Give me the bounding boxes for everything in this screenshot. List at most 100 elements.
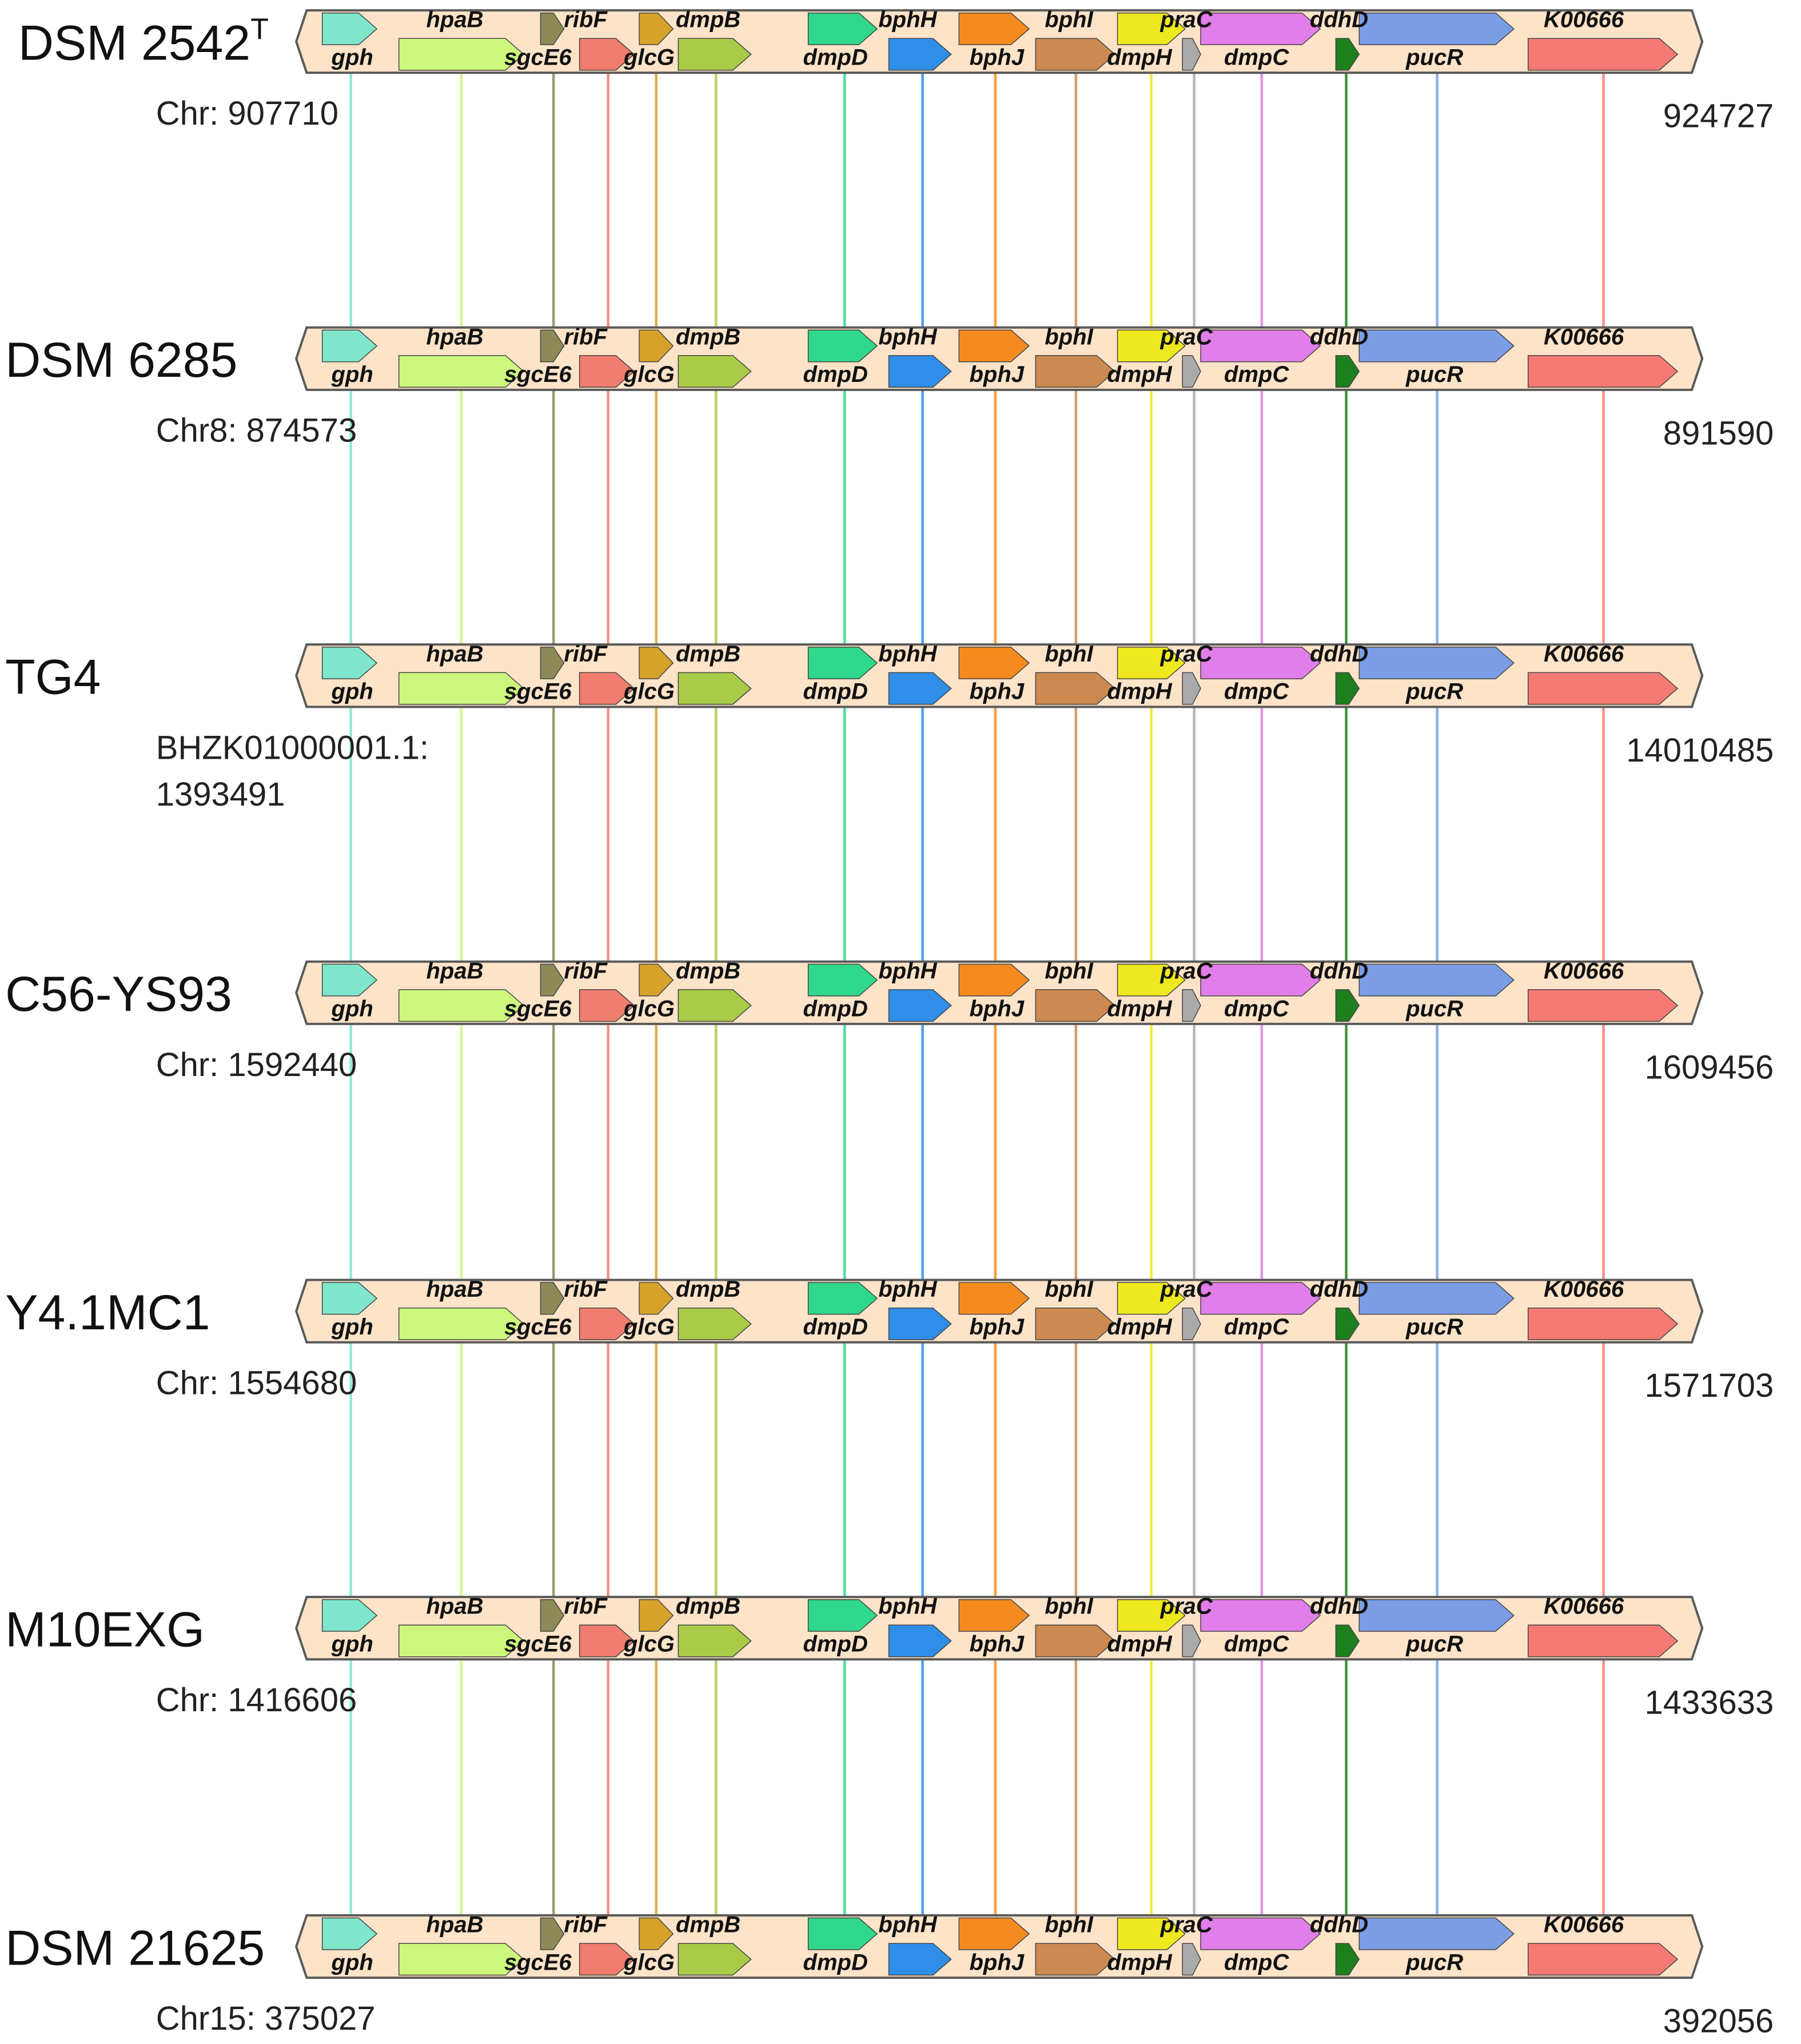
start-coordinate: Chr: 907710: [156, 95, 338, 132]
end-coordinate: 1571703: [1644, 1367, 1774, 1404]
gene-arrow-bphh: [888, 1943, 952, 1976]
gene-arrow-prac: [1117, 12, 1186, 45]
gene-label-dmpc: dmpC: [1224, 1950, 1289, 1975]
gene-label-sgce6: sgcE6: [504, 1950, 572, 1975]
gene-arrow-gph: [321, 963, 378, 997]
gene-label-dmph: dmpH: [1107, 679, 1172, 704]
gene-label-prac: praC: [1160, 1594, 1213, 1619]
gene-label-hpab: hpaB: [426, 642, 483, 667]
gene-arrow-pucr: [1358, 1917, 1515, 1950]
gene-arrow-sgce6: [540, 963, 565, 997]
gene-label-dmpd: dmpD: [803, 1314, 868, 1340]
gene-label-pucr: pucR: [1405, 1950, 1463, 1975]
start-coordinate: Chr15: 375027: [156, 2000, 376, 2037]
gene-label-glcg: glcG: [623, 1314, 675, 1340]
gene-label-hpab: hpaB: [426, 958, 483, 983]
gene-label-dmpd: dmpD: [803, 362, 868, 387]
gene-arrow-dmpb: [678, 1943, 752, 1976]
gene-label-bphi: bphI: [1045, 642, 1093, 667]
gene-label-bphh: bphH: [878, 958, 937, 983]
gene-arrow-ribf: [579, 355, 635, 388]
gene-label-ddhd: ddhD: [1310, 1594, 1368, 1619]
gene-label-k00666: K00666: [1544, 324, 1624, 349]
gene-arrow-dmpd: [807, 1917, 878, 1950]
gene-label-k00666: K00666: [1544, 1594, 1624, 1619]
gene-arrow-ddhd: [1335, 355, 1360, 388]
gene-arrow-hpab: [398, 38, 525, 71]
gene-label-dmpd: dmpD: [803, 1632, 868, 1657]
gene-label-hpab: hpaB: [426, 1277, 483, 1302]
gene-label-dmpc: dmpC: [1224, 996, 1289, 1021]
gene-label-prac: praC: [1160, 642, 1213, 667]
track-3: gphhpaBsgcE6ribFglcGdmpBdmpDbphHbphJbphI…: [5, 958, 1774, 1086]
track-5: gphhpaBsgcE6ribFglcGdmpBdmpDbphHbphJbphI…: [5, 1594, 1774, 1722]
gene-label-ribf: ribF: [564, 1912, 608, 1938]
gene-label-prac: praC: [1160, 7, 1213, 33]
start-coordinate: Chr: 1416606: [156, 1682, 357, 1719]
gene-label-bphj: bphJ: [969, 362, 1024, 387]
start-coordinate: BHZK01000001.1:: [156, 729, 429, 766]
gene-arrow-hpab: [398, 989, 525, 1022]
gene-arrow-bphi: [1035, 355, 1116, 388]
gene-arrow-glcg: [639, 1917, 674, 1950]
track-4: gphhpaBsgcE6ribFglcGdmpBdmpDbphHbphJbphI…: [5, 1277, 1774, 1404]
gene-arrow-prac: [1117, 1917, 1186, 1950]
gene-label-bphj: bphJ: [969, 679, 1024, 704]
gene-label-bphj: bphJ: [969, 45, 1024, 70]
gene-label-k00666: K00666: [1544, 1277, 1624, 1302]
gene-label-pucr: pucR: [1405, 1314, 1463, 1340]
strain-label: Y4.1MC1: [5, 1285, 210, 1340]
gene-label-pucr: pucR: [1405, 996, 1463, 1021]
gene-label-sgce6: sgcE6: [504, 362, 572, 387]
gene-label-gph: gph: [331, 1314, 373, 1340]
gene-arrow-gph: [321, 1599, 378, 1632]
gene-label-ddhd: ddhD: [1310, 1912, 1368, 1938]
gene-label-glcg: glcG: [623, 679, 675, 704]
gene-arrow-gph: [321, 1917, 378, 1950]
end-coordinate: 924727: [1663, 98, 1774, 135]
gene-arrow-dmph: [1182, 989, 1201, 1022]
gene-arrow-dmpd: [807, 963, 878, 997]
gene-label-dmpb: dmpB: [676, 1277, 740, 1302]
gene-label-bphi: bphI: [1045, 958, 1093, 983]
gene-arrow-sgce6: [540, 1599, 565, 1632]
start-coordinate-line2: 1393491: [156, 776, 285, 813]
gene-arrow-dmpc: [1200, 647, 1321, 680]
gene-arrow-bphi: [1035, 989, 1116, 1022]
gene-arrow-ribf: [579, 672, 635, 705]
gene-label-bphh: bphH: [878, 7, 937, 33]
gene-arrow-dmpc: [1200, 1599, 1321, 1632]
gene-arrow-dmpc: [1200, 963, 1321, 997]
homology-links: [349, 73, 1605, 1915]
gene-label-ribf: ribF: [564, 958, 608, 983]
gene-arrow-hpab: [398, 1307, 525, 1340]
gene-arrow-hpab: [398, 1624, 525, 1657]
gene-label-sgce6: sgcE6: [504, 45, 572, 70]
gene-arrow-bphj: [958, 963, 1030, 997]
gene-arrow-hpab: [398, 672, 525, 705]
gene-label-dmph: dmpH: [1107, 1950, 1172, 1975]
end-coordinate: 891590: [1663, 415, 1774, 452]
gene-arrow-k00666: [1527, 672, 1679, 705]
gene-label-bphi: bphI: [1045, 1594, 1093, 1619]
gene-label-glcg: glcG: [623, 45, 675, 70]
gene-arrow-prac: [1117, 1599, 1186, 1632]
track-2: gphhpaBsgcE6ribFglcGdmpBdmpDbphHbphJbphI…: [5, 642, 1774, 813]
gene-label-dmph: dmpH: [1107, 996, 1172, 1021]
gene-label-glcg: glcG: [623, 1632, 675, 1657]
gene-arrow-dmpd: [807, 647, 878, 680]
gene-arrow-dmph: [1182, 38, 1201, 71]
gene-arrow-dmpb: [678, 672, 752, 705]
gene-arrow-hpab: [398, 355, 525, 388]
gene-arrow-ddhd: [1335, 672, 1360, 705]
gene-arrow-ribf: [579, 989, 635, 1022]
gene-arrow-bphh: [888, 355, 952, 388]
gene-arrow-hpab: [398, 1943, 525, 1976]
gene-label-dmpd: dmpD: [803, 45, 868, 70]
gene-label-dmpb: dmpB: [676, 1912, 740, 1938]
gene-arrow-prac: [1117, 1282, 1186, 1315]
gene-arrow-dmpd: [807, 1599, 878, 1632]
gene-arrow-dmpb: [678, 1307, 752, 1340]
gene-label-prac: praC: [1160, 324, 1213, 349]
